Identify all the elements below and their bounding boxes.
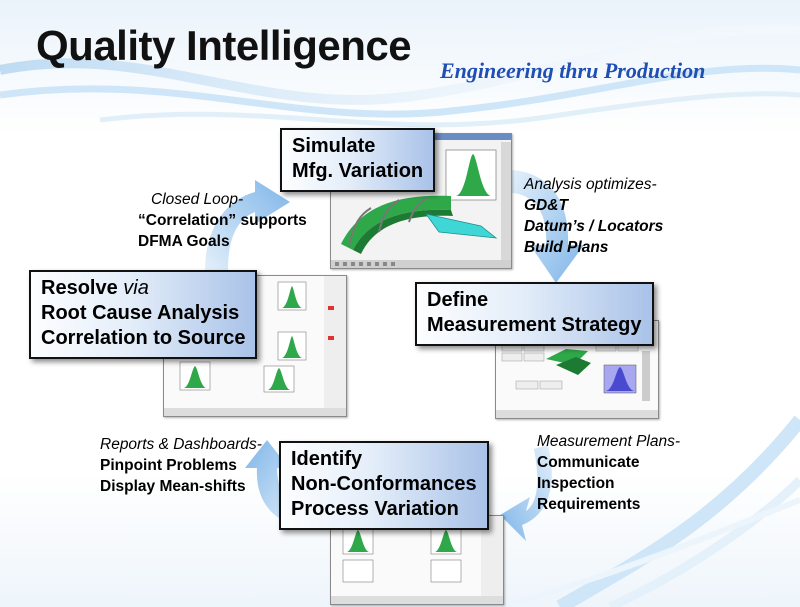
slide-title: Quality Intelligence — [36, 22, 412, 69]
resolve-line-1: Resolve via — [41, 276, 245, 301]
identify-box: Identify Non-Conformances Process Variat… — [279, 441, 489, 530]
define-box: Define Measurement Strategy — [415, 282, 654, 346]
identify-line-2: Non-Conformances — [291, 473, 477, 495]
measurement-plans-line-1: Measurement Plans- — [537, 433, 681, 450]
arrow-top-right — [512, 170, 584, 283]
reports-line-3: Display Mean-shifts — [100, 478, 246, 495]
measurement-plans-line-2: Communicate — [537, 454, 640, 471]
identify-line-1: Identify — [291, 448, 363, 470]
measurement-plans-note: Measurement Plans- Communicate Inspectio… — [537, 431, 680, 515]
dashboard-screenshot — [330, 515, 504, 605]
analysis-line-2: GD&T — [524, 197, 568, 214]
resolve-line-2: Root Cause Analysis — [41, 302, 240, 324]
measurement-plans-line-4: Requirements — [537, 496, 641, 513]
resolve-box: Resolve via Root Cause Analysis Correlat… — [29, 270, 258, 359]
analysis-line-1: Analysis optimizes- — [524, 176, 657, 193]
resolve-line-3: Correlation to Source — [41, 327, 246, 349]
define-line-1: Define — [427, 289, 489, 311]
reports-line-1: Reports & Dashboards- — [100, 436, 262, 453]
simulate-line-2: Mfg. Variation — [292, 160, 424, 182]
closed-loop-line-3: DFMA Goals — [138, 233, 230, 250]
analysis-note: Analysis optimizes- GD&T Datum’s / Locat… — [524, 174, 663, 258]
arrow-top-left — [205, 180, 290, 270]
slide-subtitle: Engineering thru Production — [440, 58, 706, 83]
reports-line-2: Pinpoint Problems — [100, 457, 237, 474]
arrow-bottom-right — [500, 445, 552, 541]
analysis-line-4: Build Plans — [524, 239, 609, 256]
resolve-line-1-italic: via — [123, 277, 149, 299]
closed-loop-line-2: “Correlation” supports — [138, 212, 307, 229]
identify-line-3: Process Variation — [291, 498, 459, 520]
simulate-box: Simulate Mfg. Variation — [280, 128, 436, 192]
simulate-line-1: Simulate — [292, 135, 376, 157]
reports-note: Reports & Dashboards- Pinpoint Problems … — [100, 434, 262, 497]
define-line-2: Measurement Strategy — [427, 314, 642, 336]
closed-loop-note: Closed Loop- “Correlation” supports DFMA… — [138, 189, 307, 252]
closed-loop-line-1: Closed Loop- — [151, 191, 244, 208]
measurement-plans-line-3: Inspection — [537, 475, 615, 492]
resolve-line-1-bold: Resolve — [41, 277, 118, 299]
analysis-line-3: Datum’s / Locators — [524, 218, 664, 235]
